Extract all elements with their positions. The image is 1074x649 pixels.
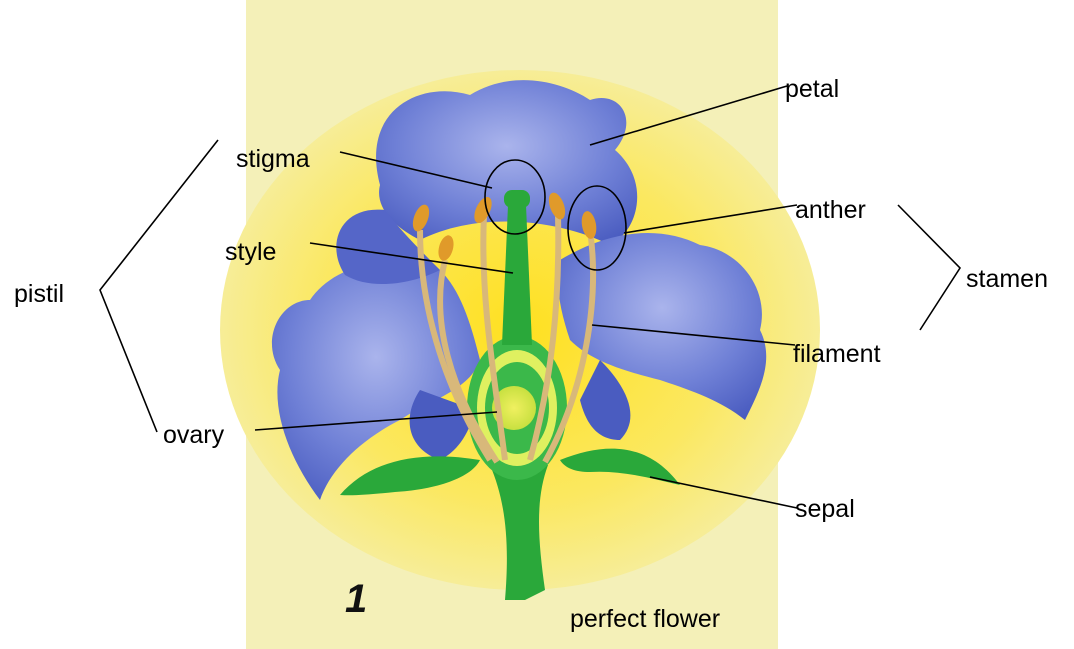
- label-style: style: [225, 238, 276, 266]
- stigma-tip: [504, 190, 530, 208]
- flower-illustration: 1 perfect flower: [220, 0, 820, 649]
- label-petal: petal: [785, 75, 839, 103]
- caption: perfect flower: [570, 605, 720, 633]
- label-stamen: stamen: [966, 265, 1048, 293]
- pistil-bracket: [100, 140, 218, 432]
- figure-number: 1: [345, 577, 367, 621]
- label-sepal: sepal: [795, 495, 855, 523]
- label-pistil: pistil: [14, 280, 64, 308]
- label-ovary: ovary: [163, 421, 225, 449]
- label-stigma: stigma: [236, 145, 310, 173]
- label-filament: filament: [793, 340, 881, 368]
- stamen-bracket: [898, 205, 960, 330]
- label-anther: anther: [795, 196, 866, 224]
